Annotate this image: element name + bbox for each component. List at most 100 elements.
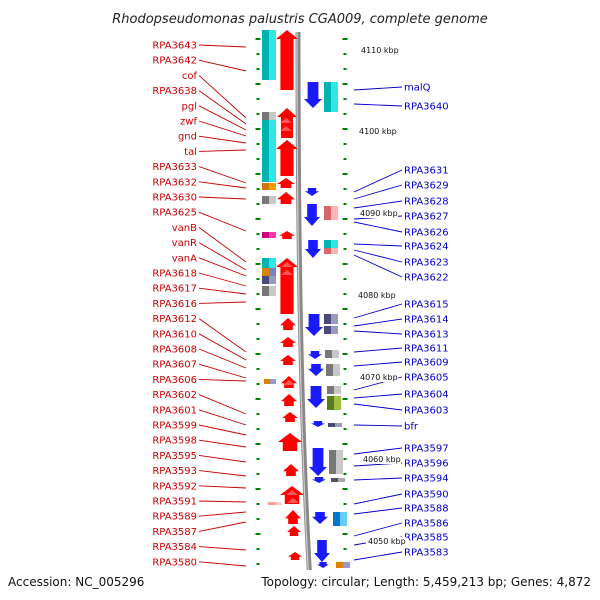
gene-label-right: RPA3611 (404, 344, 449, 355)
scale-tick (343, 203, 347, 205)
feature-box (327, 396, 341, 410)
gene-leader-line-right (353, 403, 403, 411)
gene-label-left: pgl (182, 101, 197, 112)
scale-tick (343, 323, 347, 325)
gene-label-left: gnd (178, 132, 197, 143)
gene-leader-line-left (198, 348, 247, 369)
gene-label-left: RPA3584 (152, 542, 197, 553)
scale-tick (256, 293, 260, 295)
gene-label-left: vanA (172, 253, 197, 264)
forward-gene-chevron (287, 498, 299, 503)
feature-box (262, 276, 276, 284)
kbp-label-background (357, 127, 397, 136)
genome-backbone-highlight (296, 31, 311, 600)
gene-label-left: zwf (180, 117, 197, 128)
forward-gene-arrow (276, 30, 298, 90)
gene-leader-line-left (198, 120, 247, 137)
scale-tick (343, 278, 347, 280)
gene-label-left: RPA3625 (152, 208, 197, 219)
feature-box-tint (332, 350, 339, 358)
scale-tick (343, 473, 347, 475)
gene-leader-line-left (198, 363, 247, 379)
forward-gene-arrow (278, 433, 302, 451)
feature-box (324, 326, 338, 334)
feature-box-shade (327, 386, 334, 394)
scale-tick (342, 443, 348, 445)
scale-tick (342, 173, 348, 175)
feature-box-tint (269, 268, 276, 276)
gene-label-right: RPA3597 (404, 444, 449, 455)
forward-gene-arrow (287, 526, 301, 536)
gene-label-left: RPA3580 (152, 557, 197, 568)
gene-label-right: RPA3594 (404, 474, 449, 485)
gene-label-left: RPA3632 (152, 177, 197, 188)
reverse-gene-arrow (305, 240, 321, 258)
kbp-label: 4100 kbp (359, 127, 397, 136)
feature-box-shade (262, 276, 269, 284)
feature-box (324, 82, 338, 112)
gene-leader-line-right (353, 493, 403, 505)
scale-tick (343, 53, 347, 55)
gene-label-right: RPA3627 (404, 212, 449, 223)
scale-tick (343, 548, 347, 550)
gene-leader-line-left (198, 90, 247, 125)
feature-box (324, 248, 338, 254)
feature-box (262, 258, 276, 268)
gene-label-right: RPA3590 (404, 490, 449, 501)
feature-box-shade (264, 379, 270, 384)
forward-gene-chevron (283, 380, 295, 385)
feature-box (324, 240, 338, 248)
gene-label-left: RPA3638 (152, 86, 197, 97)
feature-box-tint (338, 478, 345, 482)
gene-leader-line-left (198, 561, 247, 567)
scale-tick (256, 278, 260, 280)
feature-box (325, 350, 339, 358)
gene-leader-line-left (198, 439, 247, 448)
feature-box (328, 423, 342, 427)
reverse-gene-arrow (312, 512, 328, 524)
scale-tick (343, 158, 347, 160)
gene-label-right: RPA3631 (404, 166, 449, 177)
gene-label-right: RPA3596 (404, 459, 449, 470)
feature-box-shade (262, 258, 269, 268)
feature-box-tint (270, 379, 276, 384)
gene-leader-line-left (198, 378, 247, 382)
feature-box-shade (262, 196, 269, 204)
gene-leader-line-left (198, 149, 247, 152)
scale-tick (343, 413, 347, 415)
feature-box-tint (334, 396, 341, 410)
scale-tick (256, 428, 260, 430)
feature-box-tint (269, 183, 276, 190)
forward-gene-chevron (281, 262, 293, 267)
feature-box-shade (262, 112, 269, 120)
gene-leader-line-left (198, 272, 247, 287)
gene-label-right: RPA3614 (404, 315, 449, 326)
gene-label-left: RPA3589 (152, 512, 197, 523)
reverse-gene-arrow (309, 448, 327, 476)
scale-tick (256, 548, 260, 550)
backbone-layer (295, 31, 314, 600)
gene-leader-line-right (353, 447, 403, 455)
feature-box-tint (343, 562, 350, 568)
scale-tick (255, 83, 261, 85)
feature-box (324, 314, 338, 324)
scale-tick (343, 338, 347, 340)
gene-label-left: RPA3607 (152, 360, 197, 371)
scale-tick (343, 68, 347, 70)
gene-leader-line-right (353, 477, 403, 481)
scale-tick (256, 98, 260, 100)
scale-tick (255, 38, 261, 40)
feature-box-shade (262, 30, 269, 80)
gene-label-left: RPA3591 (152, 497, 197, 508)
feature-box (329, 450, 343, 474)
gene-leader-line-left (198, 227, 247, 263)
scale-tick (343, 188, 347, 190)
scale-tick (255, 488, 261, 490)
gene-leader-line-right (353, 347, 403, 353)
scale-tick (256, 68, 260, 70)
gene-leader-line-left (198, 333, 247, 361)
kbp-label: 4090 kbp (360, 209, 398, 218)
scale-tick (255, 173, 261, 175)
scale-tick (256, 203, 260, 205)
